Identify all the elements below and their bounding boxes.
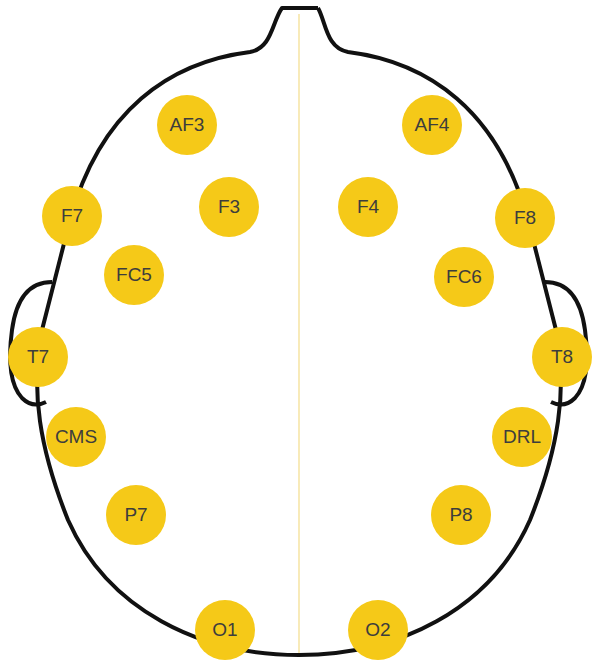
- electrode-disc: [8, 327, 68, 387]
- electrode-site: F3: [199, 177, 259, 237]
- electrode-site: P7: [106, 485, 166, 545]
- electrode-disc: [42, 186, 102, 246]
- electrode-site: FC5: [104, 245, 164, 305]
- electrode-disc: [199, 177, 259, 237]
- electrode-disc: [495, 188, 555, 248]
- electrode-site: F8: [495, 188, 555, 248]
- electrode-site: T7: [8, 327, 68, 387]
- electrode-label: FC6: [434, 267, 494, 288]
- electrode-disc: [157, 95, 217, 155]
- electrode-site: O2: [348, 600, 408, 660]
- electrode-label: FC5: [104, 265, 164, 286]
- electrode-label: P7: [106, 505, 166, 526]
- electrode-label: F8: [495, 208, 555, 229]
- electrode-label: CMS: [46, 427, 106, 448]
- electrode-site: P8: [431, 485, 491, 545]
- electrode-label: O2: [348, 620, 408, 641]
- electrode-label: AF3: [157, 115, 217, 136]
- electrode-disc: [492, 407, 552, 467]
- electrode-site: T8: [532, 327, 592, 387]
- electrode-label: F7: [42, 206, 102, 227]
- electrode-site: FC6: [434, 247, 494, 307]
- electrode-site: F4: [338, 177, 398, 237]
- electrode-disc: [402, 95, 462, 155]
- electrode-site: F7: [42, 186, 102, 246]
- electrode-site: O1: [195, 600, 255, 660]
- electrode-disc: [532, 327, 592, 387]
- electrode-disc: [431, 485, 491, 545]
- electrode-label: F3: [199, 197, 259, 218]
- electrode-site: AF4: [402, 95, 462, 155]
- electrode-label: DRL: [492, 427, 552, 448]
- midline: [298, 14, 299, 654]
- electrode-label: T7: [8, 347, 68, 368]
- electrode-site: DRL: [492, 407, 552, 467]
- electrode-label: O1: [195, 620, 255, 641]
- electrode-disc: [104, 245, 164, 305]
- electrode-disc: [195, 600, 255, 660]
- head-contour: [37, 8, 561, 655]
- electrode-site: AF3: [157, 95, 217, 155]
- electrode-label: P8: [431, 505, 491, 526]
- electrode-disc: [348, 600, 408, 660]
- electrode-label: AF4: [402, 115, 462, 136]
- electrode-disc: [434, 247, 494, 307]
- electrode-site: CMS: [46, 407, 106, 467]
- electrode-disc: [46, 407, 106, 467]
- electrode-label: F4: [338, 197, 398, 218]
- electrode-disc: [106, 485, 166, 545]
- electrode-disc: [338, 177, 398, 237]
- electrode-label: T8: [532, 347, 592, 368]
